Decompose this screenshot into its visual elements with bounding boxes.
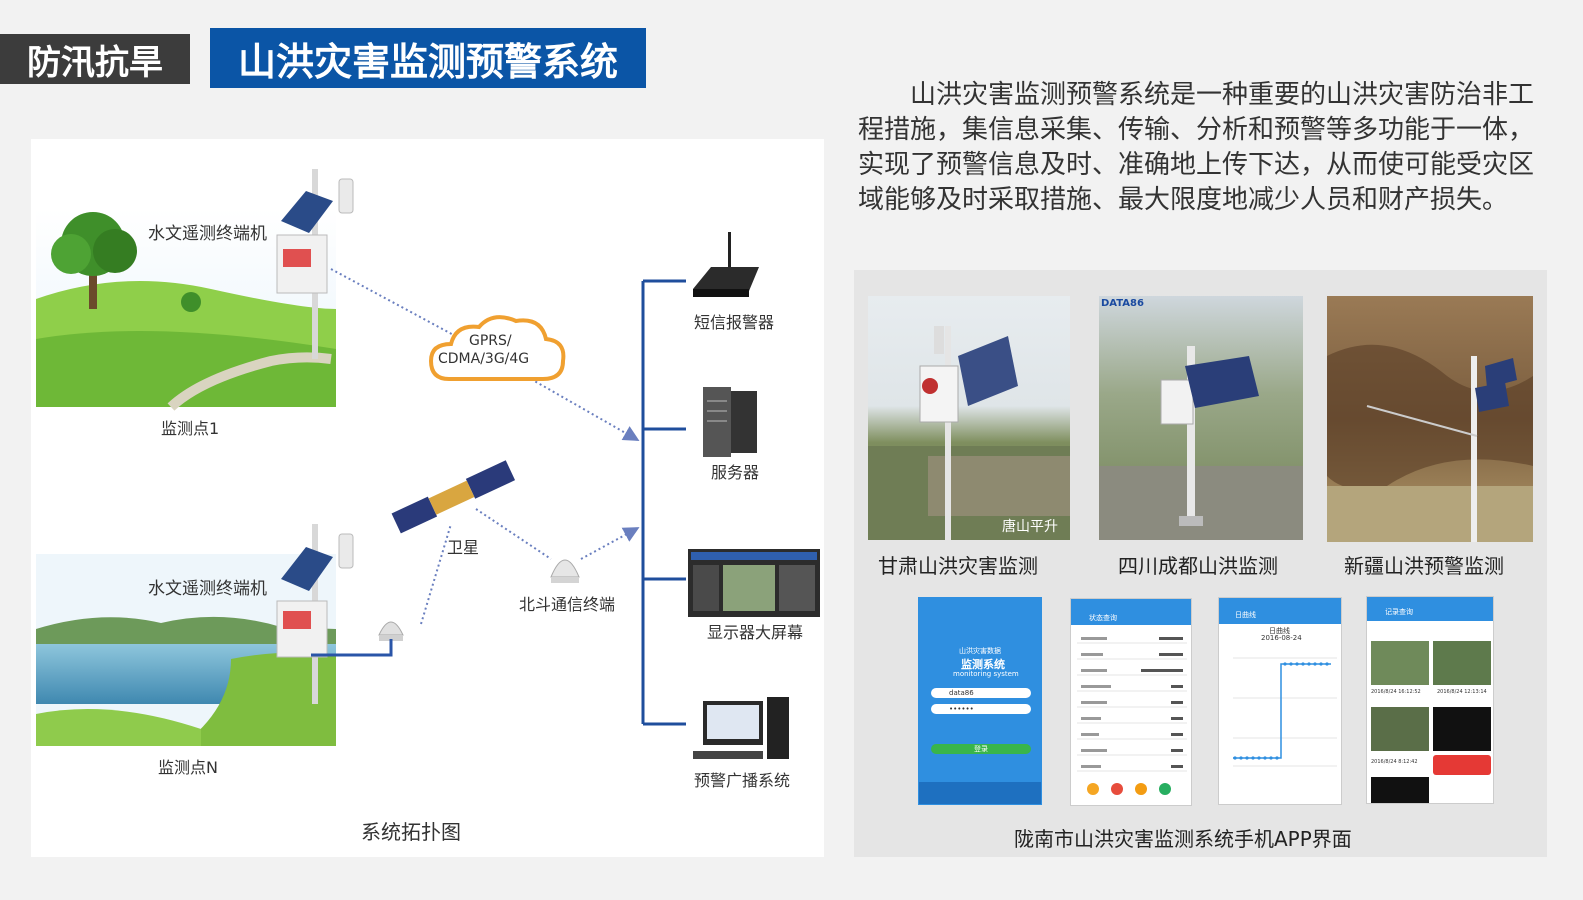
app-screen-chart: 日曲线 日曲线 2016-08-24: [1218, 597, 1342, 805]
login-subtitle: 监测系统: [961, 658, 1005, 671]
beidou-label: 北斗通信终端: [519, 595, 616, 614]
photo-xinjiang: [1327, 296, 1533, 542]
app-screen-records: 记录查询 2016/8/24 16:12:52 2016/8/24 12:13:…: [1366, 596, 1494, 804]
login-username-field[interactable]: data86: [931, 688, 1031, 698]
site-n-label: 监测点N: [158, 758, 218, 777]
photo-gansu-graphic: [868, 326, 1070, 540]
photo-gansu-watermark: 唐山平升: [1002, 519, 1058, 535]
page-title: 山洪灾害监测预警系统: [210, 28, 646, 88]
login-password-field[interactable]: ••••••: [931, 704, 1031, 714]
intro-paragraph: 山洪灾害监测预警系统是一种重要的山洪灾害防治非工程措施，集信息采集、传输、分析和…: [858, 80, 1535, 215]
broadcast-label: 预警广播系统: [694, 771, 791, 790]
gprs-cloud: [428, 315, 566, 381]
satellite-label: 卫星: [447, 538, 480, 557]
app-screen-login: 山洪灾害数据 监测系统 monitoring system data86 •••…: [918, 597, 1042, 805]
terminal-station-n: [276, 524, 354, 704]
photo-panel: 唐山平升 甘肃山洪灾害监测 DATA86 四川成都山洪监测 新疆山洪预警监测 山…: [854, 270, 1547, 857]
photo-sichuan-caption: 四川成都山洪监测: [1118, 554, 1278, 578]
login-english: monitoring system: [953, 670, 1019, 678]
photo-sichuan-graphic: [1099, 346, 1303, 540]
record-time-2: 2016/8/24 12:13:14: [1437, 689, 1487, 695]
topology-caption: 系统拓扑图: [361, 820, 461, 844]
topology-graphics: [36, 169, 820, 759]
cloud-label-line2: CDMA/3G/4G: [438, 351, 530, 367]
satellite-graphic: [391, 460, 516, 534]
record-time-1: 2016/8/24 16:12:52: [1371, 689, 1421, 695]
app-screen-status: 状态查询: [1070, 598, 1192, 806]
photo-xinjiang-caption: 新疆山洪预警监测: [1344, 554, 1504, 578]
display-screen-device: [688, 549, 820, 617]
app-caption: 陇南市山洪灾害监测系统手机APP界面: [1014, 827, 1352, 851]
login-button[interactable]: 登录: [931, 744, 1031, 754]
photo-sichuan-logo: DATA86: [1101, 298, 1144, 309]
record-image-1: [1371, 641, 1429, 685]
sms-label: 短信报警器: [694, 313, 775, 332]
server-device: [703, 387, 757, 457]
beidou-terminal-dome: [550, 559, 580, 583]
status-header: [1071, 599, 1191, 625]
photo-xinjiang-graphic: [1327, 344, 1533, 542]
record-image-2: [1433, 641, 1491, 685]
chart-header: [1219, 598, 1341, 624]
chart-title: 日曲线: [1269, 627, 1290, 635]
category-tag: 防汛抗旱: [0, 34, 190, 84]
record-alert-bubble: [1433, 755, 1491, 775]
record-image-3: [1371, 707, 1429, 751]
login-footer: [919, 782, 1041, 804]
terminal-1-label: 水文遥测终端机: [148, 224, 267, 244]
record-time-3: 2016/8/24 8:12:42: [1371, 759, 1418, 765]
chart-header-title: 日曲线: [1235, 611, 1256, 619]
status-list-graphic: [1077, 637, 1187, 795]
broadcast-pc-device: [693, 697, 789, 759]
topology-diagram: 水文遥测终端机 监测点1 GPRS/ CDMA/3G/4G 水文遥测终端机 监测…: [31, 139, 824, 857]
chart-graphic: [1233, 657, 1337, 767]
records-header: [1367, 597, 1493, 621]
record-image-5: [1371, 777, 1429, 803]
terminal-station-1: [276, 169, 354, 359]
display-label: 显示器大屏幕: [707, 623, 804, 642]
record-image-4: [1433, 707, 1491, 751]
status-title: 状态查询: [1089, 614, 1117, 622]
records-title: 记录查询: [1385, 608, 1413, 616]
photo-sichuan: DATA86: [1099, 296, 1303, 540]
cloud-label-line1: GPRS/: [469, 333, 512, 349]
chart-date: 2016-08-24: [1261, 634, 1302, 642]
login-title: 山洪灾害数据: [959, 647, 1001, 655]
photo-gansu: 唐山平升: [868, 296, 1070, 540]
sms-alarm-device: [693, 232, 759, 297]
photo-gansu-caption: 甘肃山洪灾害监测: [878, 554, 1038, 578]
site-1-label: 监测点1: [161, 419, 220, 438]
beidou-dome-small: [378, 621, 404, 641]
terminal-n-label: 水文遥测终端机: [148, 579, 267, 599]
server-label: 服务器: [711, 463, 760, 482]
